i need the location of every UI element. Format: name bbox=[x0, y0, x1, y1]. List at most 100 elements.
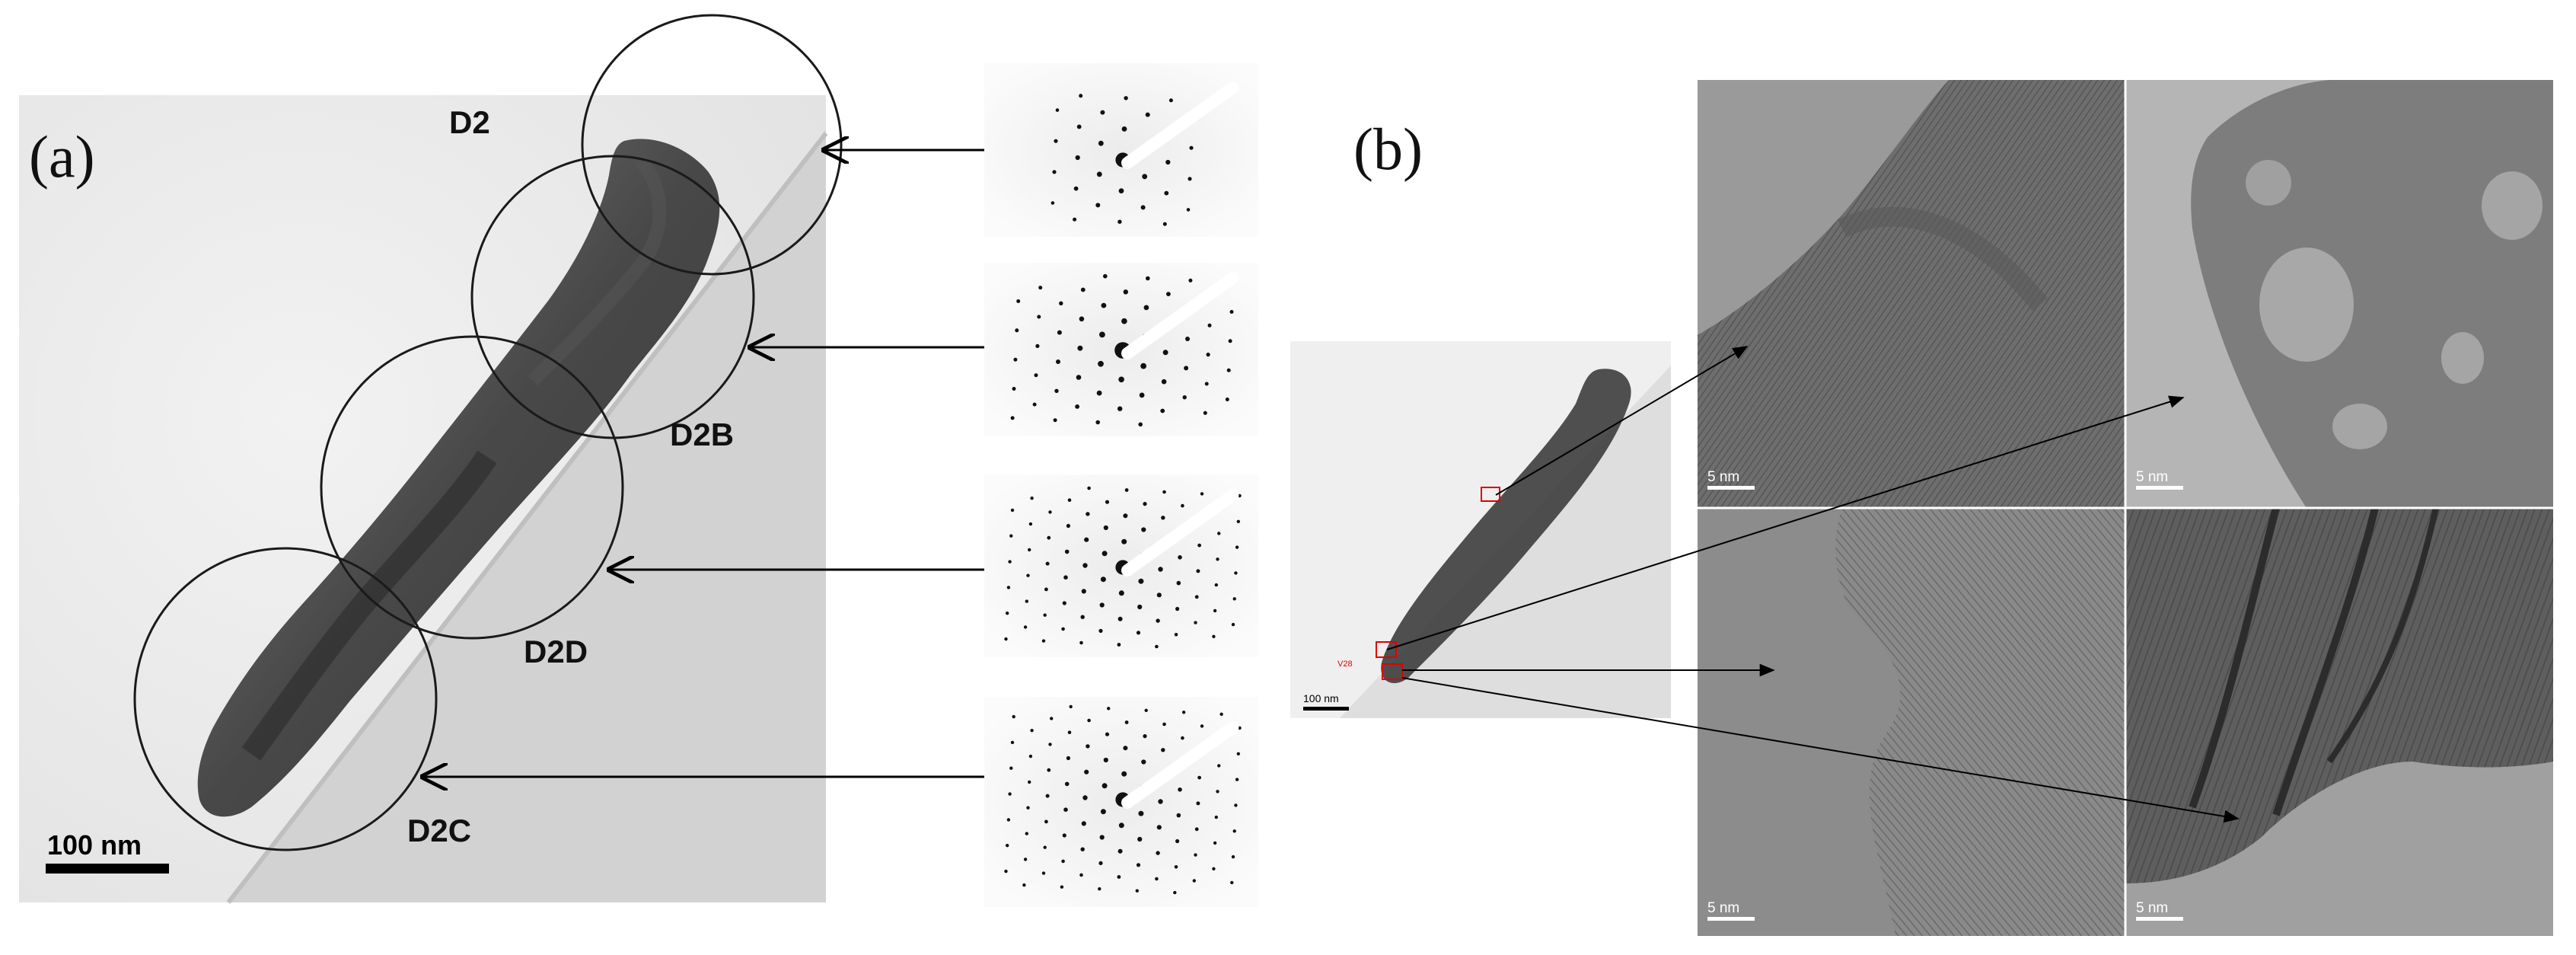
diffraction-spot bbox=[1124, 96, 1128, 101]
diffraction-spot bbox=[1135, 889, 1140, 893]
diffraction-spot bbox=[1155, 644, 1159, 649]
diffraction-spot bbox=[1087, 486, 1091, 490]
diffraction-spot bbox=[1178, 787, 1182, 792]
diffraction-spot bbox=[1096, 171, 1102, 177]
diffraction-spot bbox=[1047, 535, 1051, 540]
diffraction-spot bbox=[1229, 310, 1234, 314]
thumbnail-scale-label: 100 nm bbox=[1303, 692, 1339, 704]
diffraction-spot bbox=[1138, 422, 1143, 427]
diffraction-spot bbox=[1099, 835, 1105, 840]
diffraction-spot bbox=[1235, 778, 1239, 781]
diffraction-spot bbox=[1037, 315, 1041, 319]
diffraction-spot bbox=[1048, 510, 1052, 514]
diffraction-spot bbox=[1008, 560, 1012, 564]
hrtem-scale-bar-bl bbox=[1707, 917, 1755, 921]
diffraction-spot bbox=[1231, 622, 1235, 627]
diffraction-spot bbox=[1213, 608, 1217, 613]
diffraction-spot bbox=[1174, 633, 1178, 637]
diffraction-spot bbox=[1052, 170, 1057, 174]
diffraction-spot bbox=[1204, 382, 1209, 386]
diffraction-spot bbox=[1188, 278, 1193, 283]
diffraction-spot bbox=[1219, 712, 1223, 716]
diffraction-spot bbox=[1117, 848, 1123, 854]
diffraction-spot bbox=[1238, 726, 1242, 730]
scale-bar-a bbox=[46, 864, 169, 874]
diffraction-spot bbox=[1103, 273, 1108, 279]
diffraction-spot bbox=[1124, 488, 1129, 492]
hrtem-scale-label-tl: 5 nm bbox=[1707, 469, 1739, 485]
diffraction-spot bbox=[1098, 861, 1103, 865]
diffraction-spot bbox=[1214, 815, 1219, 819]
diffraction-spot bbox=[1138, 810, 1144, 816]
diffraction-spot bbox=[1124, 720, 1129, 724]
diffraction-spot bbox=[1079, 640, 1083, 645]
diffraction-spot bbox=[1162, 222, 1167, 226]
diffraction-spot bbox=[1004, 637, 1008, 641]
diffraction-spot bbox=[1045, 794, 1050, 798]
thumbnail-roi-1 bbox=[1481, 487, 1500, 502]
diffraction-spot bbox=[1196, 569, 1200, 573]
diffraction-spot bbox=[1080, 287, 1086, 292]
diffraction-spot bbox=[1006, 612, 1009, 615]
diffraction-spot bbox=[1117, 406, 1123, 411]
diffraction-spot bbox=[1225, 398, 1229, 401]
diffraction-spot bbox=[1144, 708, 1148, 712]
diffraction-spot bbox=[1045, 561, 1050, 566]
diffraction-spot bbox=[1117, 875, 1121, 879]
diffraction-spot bbox=[1216, 790, 1219, 794]
diffraction-spot bbox=[1067, 498, 1072, 502]
label-d2c: D2C bbox=[407, 813, 471, 848]
diffraction-spot bbox=[1118, 822, 1124, 829]
diffraction-spot bbox=[1064, 781, 1070, 787]
label-d2: D2 bbox=[449, 104, 490, 140]
diffraction-spot bbox=[1030, 729, 1034, 733]
arrow-to-tr bbox=[1386, 395, 2185, 650]
diffraction-spot bbox=[1096, 390, 1102, 396]
diffraction-spot bbox=[1012, 387, 1016, 391]
diffraction-spot bbox=[1098, 140, 1104, 146]
nanoparticle bbox=[197, 139, 720, 817]
diffraction-spot bbox=[1010, 508, 1015, 513]
panel-a: (a) D2 D2B D2D D2C 100 nm bbox=[19, 14, 843, 904]
diffraction-spot bbox=[1025, 832, 1029, 835]
diffraction-spot bbox=[1028, 780, 1031, 784]
diffraction-spot bbox=[1013, 357, 1018, 362]
arrow-to-br bbox=[1401, 677, 2240, 823]
diffraction-spot bbox=[1038, 286, 1043, 290]
beam-stopper bbox=[1121, 81, 1239, 169]
diffraction-spot bbox=[1121, 771, 1127, 777]
region-circle-d2c bbox=[133, 547, 438, 851]
diffraction-spot bbox=[1185, 337, 1190, 341]
diffraction-spot bbox=[1161, 516, 1165, 520]
diffraction-spot bbox=[1061, 859, 1065, 864]
diffraction-spot bbox=[1140, 363, 1146, 369]
diffraction-spot bbox=[1057, 330, 1062, 335]
diffraction-spot bbox=[1217, 532, 1221, 535]
diffraction-spot bbox=[1009, 766, 1013, 770]
diffraction-spot bbox=[1176, 580, 1181, 586]
diffraction-spot bbox=[1228, 339, 1232, 343]
diffraction-spot bbox=[1055, 108, 1060, 112]
diffraction-spot bbox=[1137, 604, 1143, 610]
diffraction-spot bbox=[1123, 289, 1129, 295]
diffraction-spot bbox=[1066, 523, 1070, 529]
diffraction-spot bbox=[1145, 112, 1150, 117]
diffraction-spot bbox=[1095, 420, 1100, 425]
diffraction-spot bbox=[1006, 844, 1009, 848]
diffraction-spot bbox=[1010, 740, 1015, 745]
diffraction-spot bbox=[1136, 631, 1141, 635]
diffraction-spot bbox=[1054, 388, 1059, 393]
diffraction-spot bbox=[1100, 110, 1105, 115]
diffraction-spot bbox=[1161, 748, 1165, 752]
diffraction-spot bbox=[1189, 145, 1194, 150]
diffraction-spot bbox=[1080, 847, 1085, 851]
diffraction-spot bbox=[1028, 522, 1033, 526]
beam-stopper bbox=[1121, 272, 1239, 359]
diffraction-spot bbox=[1142, 174, 1148, 180]
diffraction-spot bbox=[1099, 331, 1105, 338]
beam-stopper bbox=[1121, 721, 1239, 809]
saed-patterns bbox=[984, 63, 1258, 907]
diffraction-spot bbox=[1026, 573, 1030, 577]
region-circle-d2d bbox=[320, 335, 624, 640]
diffraction-spot bbox=[1138, 578, 1144, 584]
